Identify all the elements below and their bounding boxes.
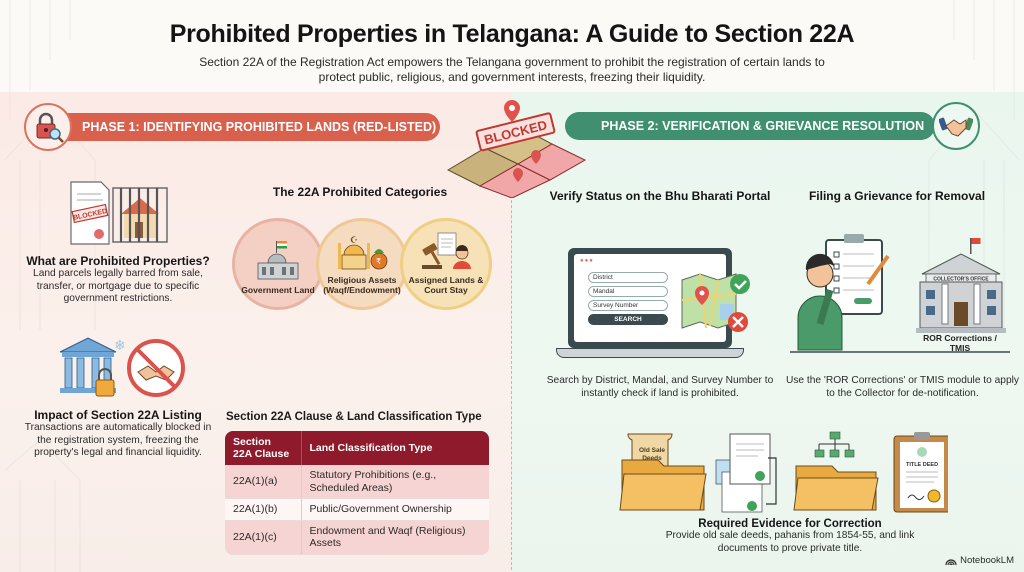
notebooklm-brand: NotebookLM	[945, 555, 1014, 566]
gavel-court-icon	[422, 232, 471, 269]
svg-text:COLLECTOR'S OFFICE: COLLECTOR'S OFFICE	[933, 277, 989, 283]
categories-group: Government Land ☪ ₹ Religious Assets (Wa…	[232, 218, 494, 313]
government-building-icon	[257, 241, 299, 280]
verify-text: Search by District, Mandal, and Survey N…	[546, 375, 774, 399]
table-cell-type: Public/Government Ownership	[301, 498, 489, 521]
frozen-bank-no-deal-icon: ❄	[59, 337, 185, 397]
handshake-icon	[932, 102, 980, 150]
grievance-text: Use the 'ROR Corrections' or TMIS module…	[785, 375, 1019, 399]
categories-title: The 22A Prohibited Categories	[272, 185, 448, 199]
what-text: Land parcels legally barred from sale, t…	[33, 268, 203, 304]
notebooklm-logo-icon	[945, 558, 957, 565]
what-title: What are Prohibited Properties?	[26, 254, 210, 268]
clause-table: Section 22A Clause Land Classification T…	[225, 431, 489, 555]
table-cell-clause: 22A(1)(c)	[225, 520, 302, 555]
svg-text:Deeds: Deeds	[642, 455, 662, 462]
table-header-type: Land Classification Type	[301, 431, 489, 465]
phase1-banner: PHASE 1: IDENTIFYING PROHIBITED LANDS (R…	[40, 113, 440, 141]
svg-text:₹: ₹	[376, 257, 381, 266]
impact-title: Impact of Section 22A Listing	[34, 408, 202, 422]
category-label: Government Land	[241, 285, 315, 295]
search-button[interactable]: SEARCH	[588, 314, 668, 325]
evidence-text: Provide old sale deeds, pahanis from 185…	[665, 530, 915, 554]
impact-section: ❄ Impact of Section 22A Listing Transact…	[18, 334, 218, 460]
table-cell-clause: 22A(1)(a)	[225, 465, 302, 499]
category-government-land: Government Land	[232, 218, 324, 310]
impact-text: Transactions are automatically blocked i…	[24, 422, 212, 458]
phase-divider	[511, 170, 512, 570]
lock-magnifier-icon	[24, 103, 72, 151]
mosque-temple-icon: ☪ ₹	[338, 235, 388, 270]
page-title: Prohibited Properties in Telangana: A Gu…	[169, 20, 855, 48]
verify-title: Verify Status on the Bhu Bharati Portal	[549, 189, 771, 203]
what-are-prohibited-section: BLOCKED What are Prohibited Properties? …	[18, 176, 218, 306]
svg-text:☪: ☪	[350, 235, 358, 245]
table-cell-type: Statutory Prohibitions (e.g., Scheduled …	[301, 465, 489, 499]
svg-text:Old Sale: Old Sale	[639, 447, 665, 454]
table-row: 22A(1)(a) Statutory Prohibitions (e.g., …	[225, 465, 489, 499]
svg-text:❄: ❄	[114, 337, 126, 353]
blocked-land-parcels-illustration: BLOCKED	[446, 100, 587, 198]
brand-label: NotebookLM	[960, 555, 1014, 566]
table-cell-clause: 22A(1)(b)	[225, 498, 302, 521]
laptop-base	[556, 348, 744, 358]
ror-corrections-label: ROR Corrections / TMIS	[923, 333, 997, 353]
page-subtitle: Section 22A of the Registration Act empo…	[199, 55, 825, 84]
category-religious-assets: ☪ ₹ Religious Assets (Waqf/Endowment)	[316, 218, 408, 310]
mandal-field[interactable]: Mandal	[588, 286, 668, 297]
table-row: 22A(1)(b) Public/Government Ownership	[225, 498, 489, 521]
clause-table-title: Section 22A Clause & Land Classification…	[226, 411, 482, 423]
grievance-title: Filing a Grievance for Removal	[808, 189, 986, 203]
survey-number-field[interactable]: Survey Number	[588, 300, 668, 311]
verify-section: Verify Status on the Bhu Bharati Portal	[540, 189, 780, 204]
evidence-section: Required Evidence for Correction Provide…	[640, 518, 940, 555]
evidence-title: Required Evidence for Correction	[698, 518, 882, 530]
table-header-clause: Section 22A Clause	[225, 431, 302, 465]
evidence-documents-illustration: Old Sale Deeds TITLE DEED	[619, 431, 948, 513]
table-row: 22A(1)(c) Endowment and Waqf (Religious)…	[225, 520, 489, 555]
svg-text:TITLE DEED: TITLE DEED	[906, 462, 938, 468]
table-cell-type: Endowment and Waqf (Religious) Assets	[301, 520, 489, 555]
category-label: Assigned Lands & Court Stay	[408, 275, 484, 295]
map-check-cross-icon	[681, 273, 750, 332]
grievance-section: Filing a Grievance for Removal	[780, 189, 1014, 204]
person-clipboard-collector-office-illustration: COLLECTOR'S OFFICE	[790, 234, 1010, 353]
building-outline-decoration-left	[4, 0, 96, 572]
district-field[interactable]: District	[588, 272, 668, 283]
category-assigned-lands: Assigned Lands & Court Stay	[400, 218, 492, 310]
phase2-banner: PHASE 2: VERIFICATION & GRIEVANCE RESOLU…	[565, 112, 935, 140]
blocked-document-house-jail-icon: BLOCKED	[70, 181, 168, 245]
window-dots-icon: ●●●	[580, 258, 594, 264]
category-label: Religious Assets (Waqf/Endowment)	[323, 275, 401, 295]
